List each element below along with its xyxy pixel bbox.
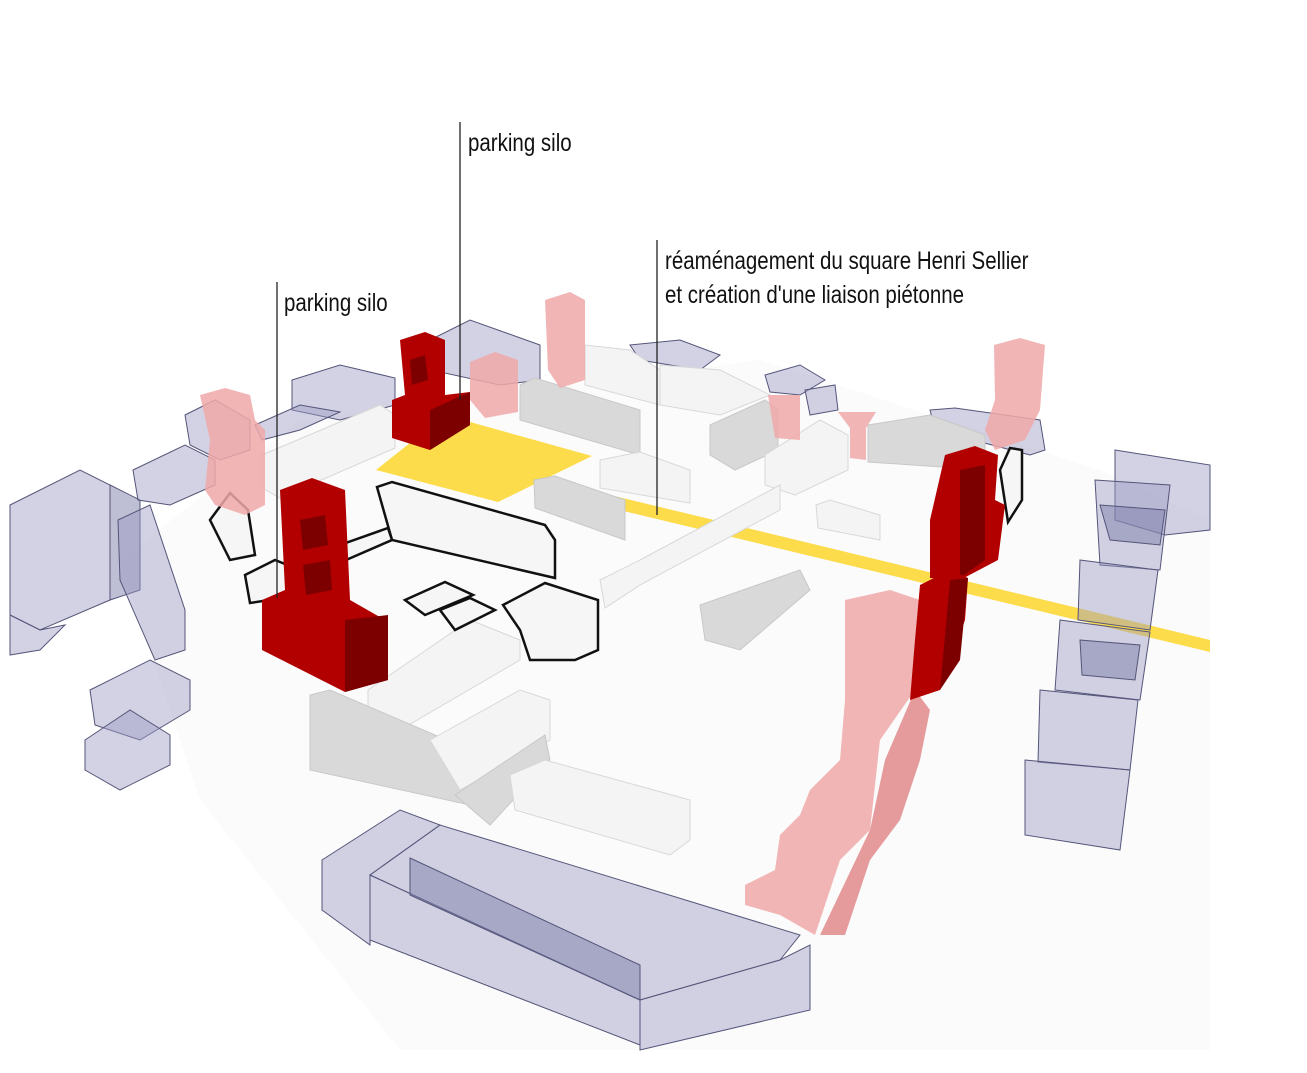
label-square-line2: et création d'une liaison piétonne bbox=[665, 280, 964, 308]
proposed-towers bbox=[200, 292, 1045, 935]
parking-silo-left bbox=[262, 478, 388, 692]
label-square-line1: réaménagement du square Henri Sellier bbox=[665, 246, 1029, 274]
label-parking-silo-top: parking silo bbox=[468, 128, 572, 156]
existing-buildings-bottom bbox=[321, 809, 811, 1051]
existing-buildings-left bbox=[9, 399, 251, 791]
label-parking-silo-left: parking silo bbox=[284, 288, 388, 316]
existing-buildings-right bbox=[1024, 449, 1211, 851]
pedestrian-link bbox=[536, 478, 1210, 652]
parking-silo-right bbox=[910, 446, 1005, 700]
parking-silo-top bbox=[392, 332, 470, 450]
